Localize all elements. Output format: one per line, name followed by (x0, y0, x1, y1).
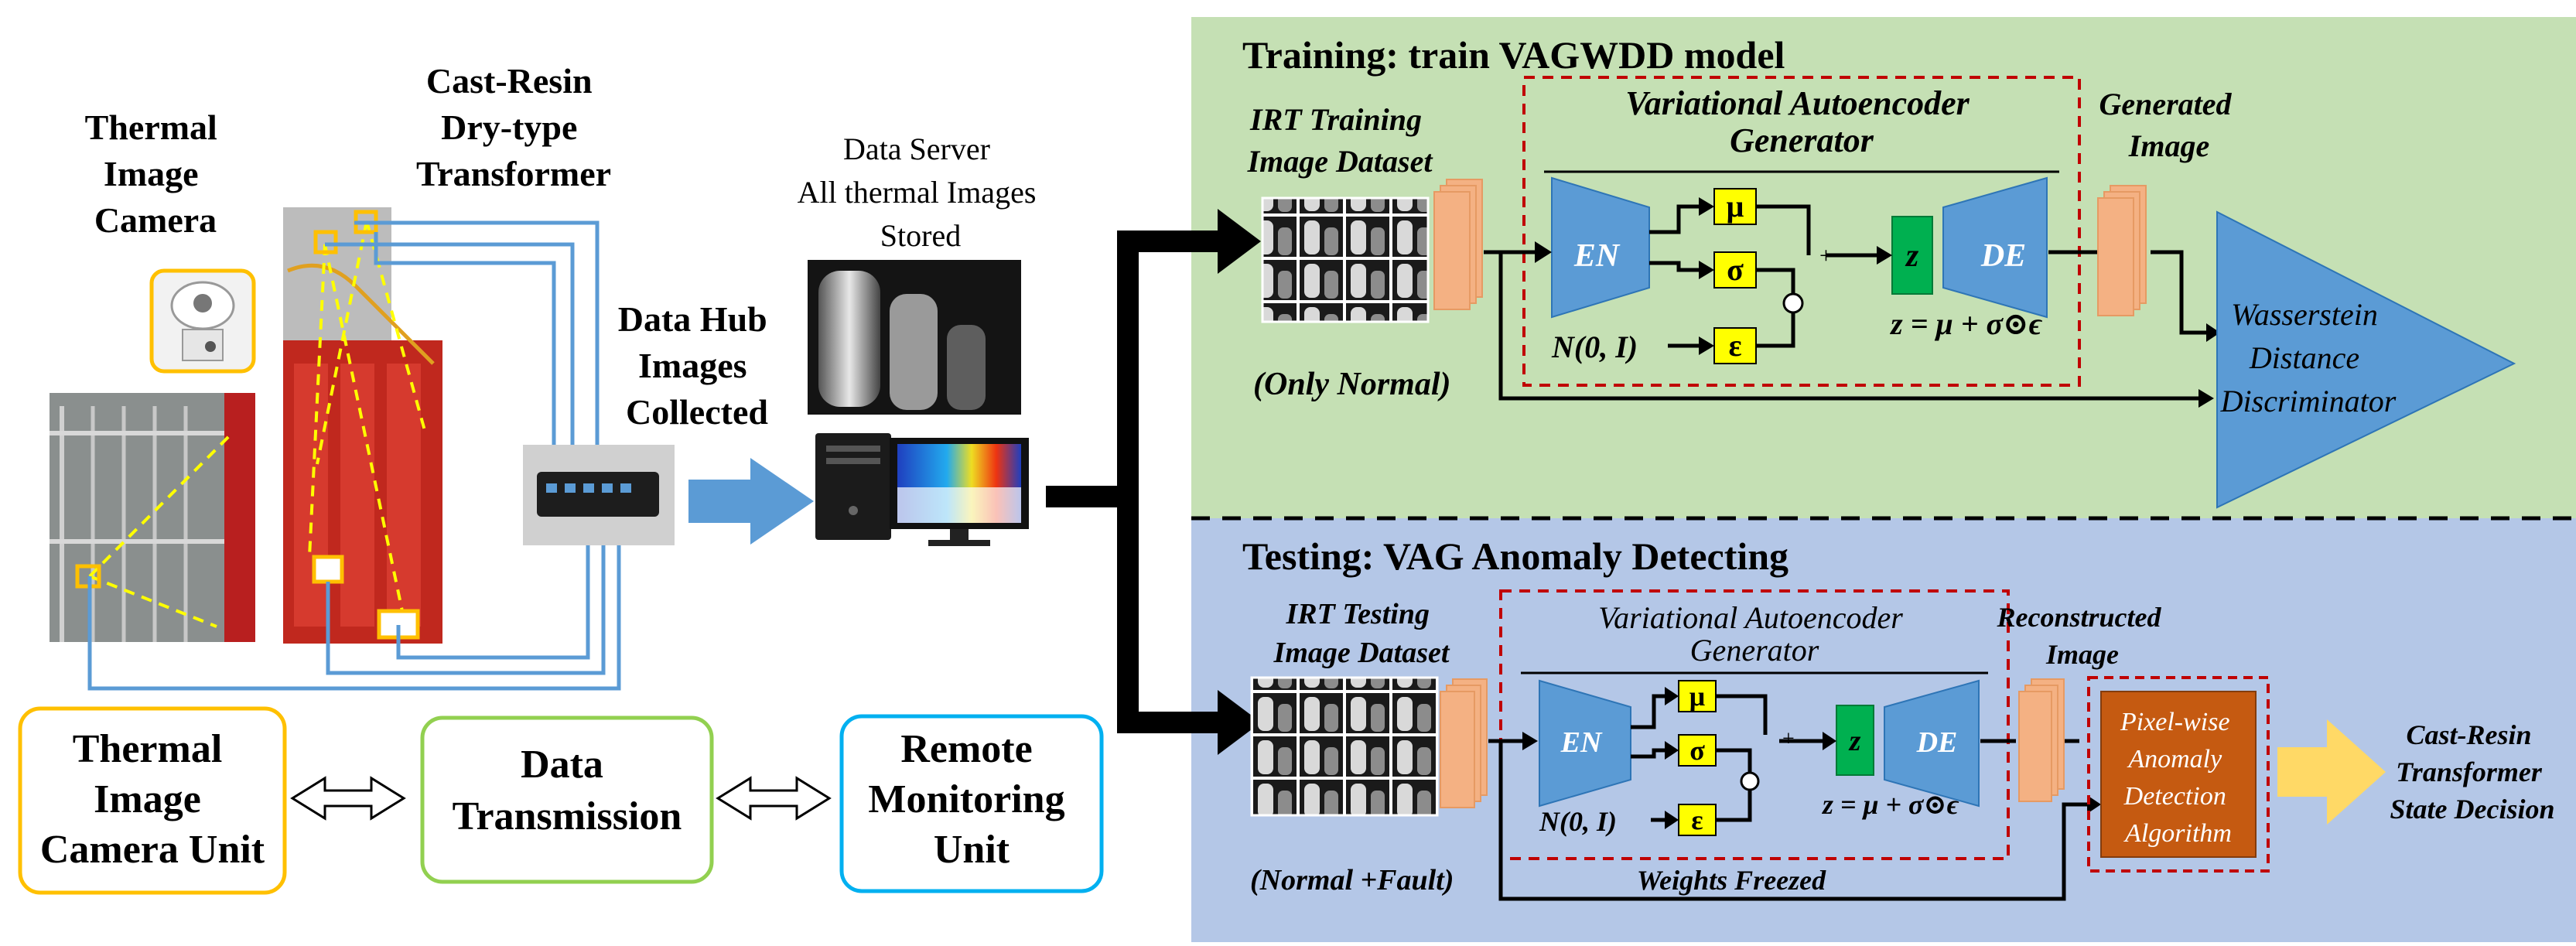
testing-image-grid (1250, 676, 1439, 817)
testing-encoder (1539, 679, 1631, 808)
testing-encoder-label: EN (1560, 726, 1603, 759)
weights-freezed-label: Weights Freezed (1637, 865, 1826, 896)
training-image-grid (1261, 196, 1430, 323)
discriminator-label: Wasserstein Distance Discriminator (2220, 297, 2397, 418)
training-sigma-label: σ (1727, 252, 1744, 287)
training-arrowheads (1535, 197, 2220, 408)
testing-sigma-box (1678, 734, 1717, 767)
transformer-photo (283, 207, 442, 644)
testing-arrowheads (1522, 687, 2101, 829)
testing-reconstructed-label: Reconstructed Image (1997, 602, 2168, 670)
training-vae-box (1522, 76, 2081, 387)
transformer-label: Cast-Resin Dry-type Transformer (416, 61, 611, 193)
training-title: Training: train VAGWDD model (1242, 33, 1785, 77)
training-generated-label: Generated Image (2099, 87, 2239, 163)
testing-decoder (1884, 679, 1980, 808)
gate-photo (50, 393, 255, 642)
algorithm-box (2100, 691, 2257, 858)
remote-unit-box (839, 714, 1104, 893)
testing-latent-label: z (1848, 725, 1861, 757)
training-latent-label: z (1905, 238, 1919, 274)
training-mu-label: μ (1727, 189, 1744, 224)
training-decoder (1942, 176, 2048, 319)
training-encoder (1551, 176, 1650, 319)
hub-label: Data Hub Images Collected (618, 299, 776, 432)
camera-wiring (87, 220, 621, 691)
testing-title: Testing: VAG Anomaly Detecting (1242, 534, 1789, 578)
transmission-box (420, 715, 714, 884)
testing-sigma-label: σ (1689, 735, 1705, 766)
testing-mu-box (1678, 680, 1717, 712)
data-hub-icon (523, 445, 675, 545)
testing-plus: + (1782, 727, 1795, 751)
testing-epsilon-label: ε (1691, 804, 1703, 835)
training-dataset-note: (Only Normal) (1253, 367, 1451, 402)
training-generated-maps (2097, 185, 2147, 316)
testing-decoder-label: DE (1916, 726, 1958, 759)
training-multiply-node (1782, 292, 1804, 314)
training-decoder-label: DE (1980, 238, 2026, 274)
testing-latent-box (1836, 705, 1874, 776)
camera-unit-label: Thermal Image Camera Unit (40, 727, 265, 872)
training-flow-lines (1484, 204, 2212, 401)
testing-mu-label: μ (1689, 681, 1705, 712)
camera-label: Thermal Image Camera (85, 108, 227, 240)
training-feature-maps (1433, 179, 1483, 310)
testing-multiply-node (1740, 771, 1760, 791)
training-formula: z = μ + σ⊙ϵ (1889, 306, 2042, 341)
testing-reconstructed-maps (2018, 678, 2065, 802)
hub-to-server-arrow (688, 458, 814, 545)
testing-formula: z = μ + σ⊙ϵ (1821, 789, 1959, 820)
training-plus: + (1819, 243, 1833, 268)
training-noise-label: N(0, I) (1551, 330, 1638, 364)
algorithm-label: Pixel-wise Anomaly Detection Algorithm (2120, 708, 2236, 848)
output-fork-arrow (1046, 209, 1261, 755)
testing-vae-label: Variational Autoencoder Generator (1598, 600, 1911, 668)
server-label: Data Server All thermal Images Stored (798, 131, 1044, 253)
decision-arrow (2277, 719, 2386, 825)
testing-feature-maps (1440, 678, 1488, 808)
computer-icon (815, 433, 1029, 546)
training-dataset-label: IRT Training Image Dataset (1247, 102, 1434, 179)
discriminator-triangle (2216, 210, 2516, 509)
decision-label: Cast-Resin Transformer State Decision (2390, 719, 2555, 825)
double-arrow-2 (716, 776, 832, 821)
training-vae-label: Variational Autoencoder Generator (1625, 84, 1978, 159)
testing-vae-box (1499, 589, 2010, 860)
double-arrow-1 (290, 776, 406, 821)
training-encoder-label: EN (1573, 238, 1621, 274)
transmission-label: Data Transmission (453, 743, 682, 838)
testing-noise-label: N(0, I) (1539, 806, 1617, 837)
testing-dataset-label: IRT Testing Image Dataset (1273, 598, 1450, 669)
testing-dataset-note: (Normal +Fault) (1250, 864, 1454, 896)
training-epsilon-label: ε (1728, 328, 1741, 363)
server-thermal-image (808, 260, 1021, 415)
remote-unit-label: Remote Monitoring Unit (868, 727, 1074, 872)
camera-unit-box (18, 706, 287, 895)
thermal-camera-photo (149, 268, 256, 374)
